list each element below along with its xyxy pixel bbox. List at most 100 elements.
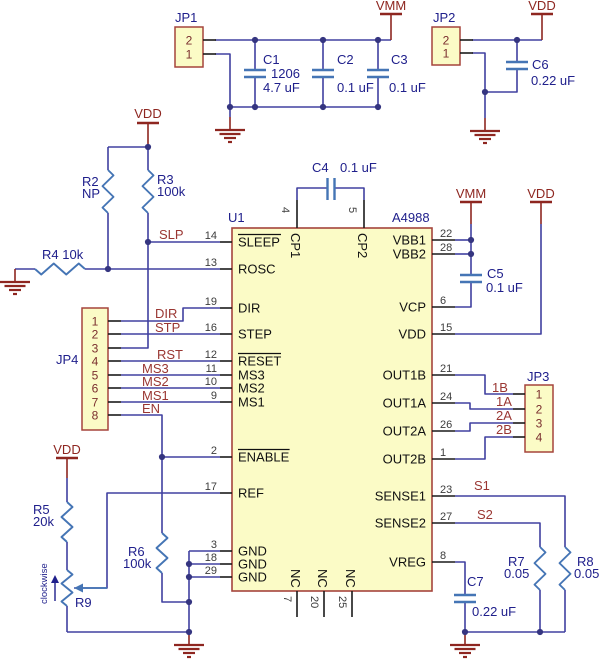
junction-dot [185,628,193,636]
pin-name-gnd: GND [238,570,267,585]
wire [455,224,542,335]
junction-dot [536,628,544,636]
capacitor-label: C1 [263,52,280,67]
net-label-slp: SLP [159,227,184,242]
resistor-R2-symbol [101,169,115,214]
wire [296,187,327,200]
resistor-label: R4 10k [42,247,84,262]
pin-number-10: 10 [205,376,217,388]
resistor-R4-symbol [34,262,86,276]
pin-name-ms3: MS3 [238,368,265,383]
pin-name-nc: NC [315,569,330,588]
junction-dot [513,36,521,44]
pin-name-vdd: VDD [399,327,426,342]
wire [485,69,518,93]
connector-JP3-body [524,384,554,453]
resistor-label: NP [82,186,100,201]
capacitor-label: C4 [312,160,329,175]
connector-JP3-pin-3: 3 [536,417,543,431]
connector-JP4-pin-2: 2 [92,328,99,342]
pin-number-28: 28 [440,242,452,254]
pin-name-vreg: VREG [389,555,426,570]
power-flag-vdd-label: VDD [527,186,554,201]
connector-JP4-pin-5: 5 [92,369,99,383]
net-label-1b: 1B [492,380,508,395]
wire [121,242,149,349]
net-label-2a: 2A [496,408,512,423]
junction-dot [104,265,112,273]
capacitor-label: C7 [467,574,484,589]
ic-ref-label: U1 [228,210,245,225]
pin-number-27: 27 [440,511,452,523]
resistor-label: R7 [508,554,525,569]
resistor-label: R8 [577,554,594,569]
connector-JP2-label: JP2 [433,10,455,25]
pin-name-out2b: OUT2B [383,452,426,467]
wire [455,561,466,595]
net-label-1a: 1A [496,394,512,409]
pin-name-ms2: MS2 [238,381,265,396]
pin-number-5: 5 [346,207,358,213]
pin-number-16: 16 [205,322,217,334]
pin-name-ms1: MS1 [238,395,265,410]
junction-dot [319,103,327,111]
junction-dot [251,36,259,44]
junction-dot [374,103,382,111]
connector-JP4-body [81,307,109,431]
pin-name-reset: RESET [238,354,281,369]
pin-number-21: 21 [440,363,452,375]
power-flag-vmm-label: VMM [456,186,486,201]
clockwise-label: clockwise [39,563,50,604]
pin-name-sense2: SENSE2 [375,516,426,531]
junction-dot [467,236,475,244]
junction-dot [185,598,193,606]
connector-JP1-pin-1: 1 [186,48,193,62]
pin-number-13: 13 [205,257,217,269]
resistor-label: 100k [123,556,152,571]
connector-JP3-label: JP3 [527,369,549,384]
connector-JP2-pin-2: 2 [443,34,450,48]
connector-JP4-pin-7: 7 [92,396,99,410]
pin-number-22: 22 [440,228,452,240]
connector-JP3-pin-2: 2 [536,403,543,417]
junction-dot [251,103,259,111]
pin-number-1: 1 [440,447,446,459]
net-label-ms3: MS3 [142,361,169,376]
pin-number-25: 25 [336,596,348,608]
wire [161,573,189,603]
net-label-2b: 2B [496,422,512,437]
pin-number-8: 8 [440,550,446,562]
resistor-label: 20k [33,514,54,529]
pin-name-dir: DIR [238,301,260,316]
net-label-dir: DIR [155,306,177,321]
capacitor-label: C6 [532,57,549,72]
capacitor-label: C5 [487,266,504,281]
pin-name-sense1: SENSE1 [375,489,426,504]
power-flag-vdd-label: VDD [134,106,161,121]
pin-name-nc: NC [288,569,303,588]
resistor-label: R3 [157,172,174,187]
pin-name-vbb1: VBB1 [393,233,426,248]
pin-name-cp1: CP1 [288,233,303,258]
junction-dot [144,143,152,151]
junction-dot [374,36,382,44]
capacitor-label: 0.1 uF [389,80,426,95]
wire [74,492,220,589]
ic-body [231,227,433,592]
pin-name-step: STEP [238,327,272,342]
net-label-ms1: MS1 [142,388,169,403]
pin-name-gnd: GND [238,544,267,559]
capacitor-label: 4.7 uF [263,80,300,95]
pin-name-vbb2: VBB2 [393,247,426,262]
net-label-en: EN [142,401,160,416]
ic-part-label: A4988 [392,210,430,225]
junction-dot [461,628,469,636]
connector-JP1-pin-2: 2 [186,34,193,48]
pin-number-3: 3 [211,539,217,551]
wire [455,422,513,432]
resistor-label: 0.05 [504,566,529,581]
pin-name-out1b: OUT1B [383,368,426,383]
capacitor-label: 0.22 uF [472,604,516,619]
wire [455,374,513,395]
pin-name-nc: NC [343,569,358,588]
